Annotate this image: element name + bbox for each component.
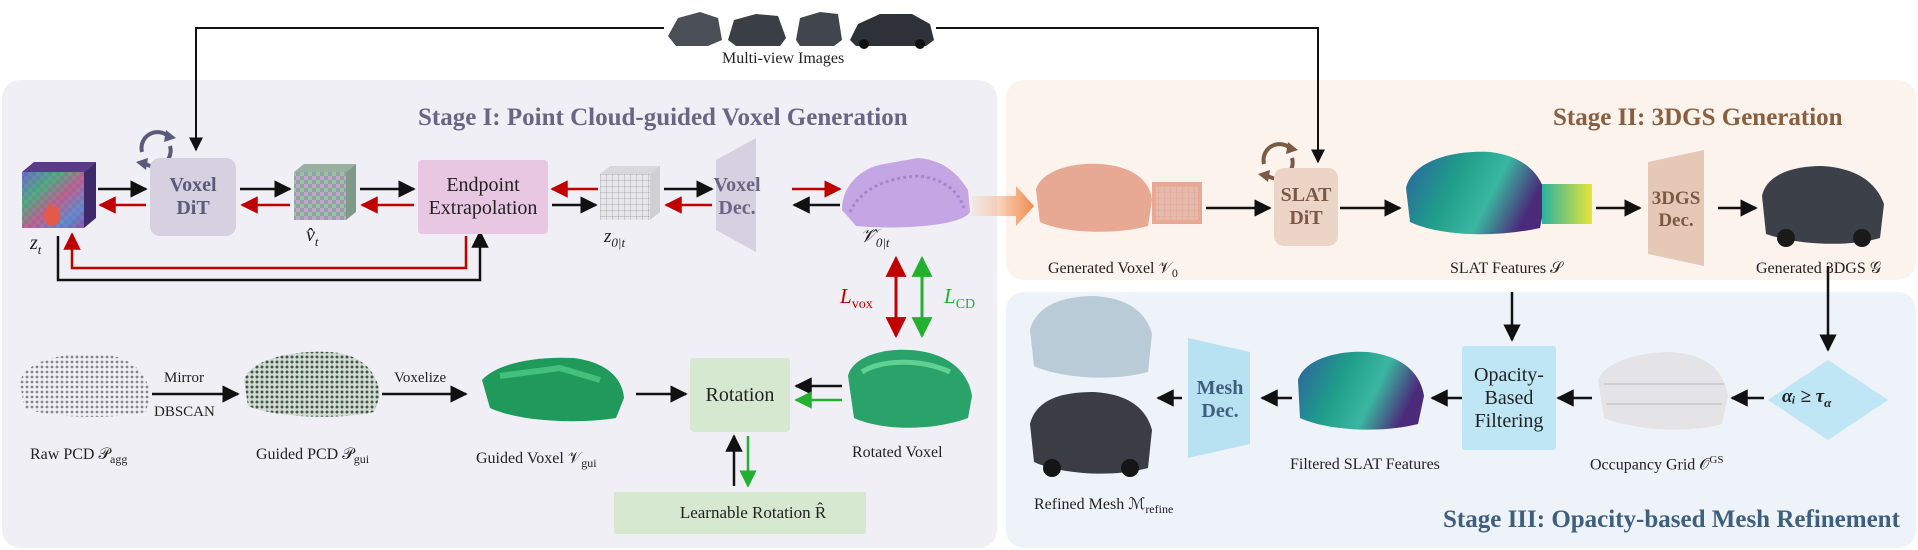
- dbscan-label: DBSCAN: [154, 404, 215, 420]
- stage-transition-arrow: [972, 186, 1034, 226]
- v0t-label: 𝒱̂0|t: [860, 226, 890, 250]
- refined-mesh-top: [1030, 296, 1152, 378]
- filtered-slat-shape: [1298, 351, 1424, 430]
- raw-pcd-cloud: [20, 353, 150, 417]
- stage1-title: Stage I: Point Cloud-guided Voxel Genera…: [418, 104, 908, 131]
- fire-icon: [44, 202, 61, 226]
- voxel-dit-box: Voxel DiT: [150, 158, 236, 236]
- generated-voxel-label: Generated Voxel 𝒱0: [1048, 260, 1178, 281]
- slat-features-label: SLAT Features 𝒮: [1450, 260, 1563, 277]
- voxelize-label: Voxelize: [394, 370, 447, 386]
- stage2-title: Stage II: 3DGS Generation: [1553, 104, 1843, 131]
- alpha-condition-diamond: [1768, 360, 1888, 440]
- mesh-dec-label: Mesh Dec.: [1196, 377, 1244, 422]
- slat-features-shape: [1406, 151, 1592, 235]
- zt-label: zt: [30, 232, 42, 257]
- voxel-dec-shape: [716, 138, 756, 252]
- opacity-filter-label: Opacity- Based Filtering: [1474, 363, 1544, 432]
- purple-voxel-car: [842, 158, 970, 228]
- generated-3dgs-label: Generated 3DGS 𝒢: [1756, 260, 1882, 277]
- guided-pcd-cloud: [244, 351, 380, 417]
- 3dgs-dec-label-box: 3DGS Dec.: [1646, 170, 1706, 250]
- guided-voxel-shape: [482, 357, 624, 422]
- mesh-dec-shape: [1188, 338, 1250, 458]
- stage3-panel: [1006, 292, 1916, 548]
- guided-voxel-label: Guided Voxel 𝒱gui: [476, 450, 597, 471]
- multiview-images: [668, 12, 934, 49]
- opacity-filter-box: Opacity- Based Filtering: [1462, 346, 1556, 450]
- refined-mesh-label: Refined Mesh ℳrefine: [1034, 496, 1174, 517]
- voxel-dit-label: Voxel DiT: [169, 174, 217, 219]
- mirror-label: Mirror: [164, 370, 204, 386]
- occupancy-grid-label: Occupancy Grid 𝒪GS: [1590, 454, 1724, 474]
- gs-dec-shape: [1648, 150, 1704, 266]
- occupancy-grid-shape: [1598, 352, 1728, 430]
- loss-cd-label: LCD: [944, 284, 976, 313]
- guided-pcd-label: Guided PCD 𝒫gui: [256, 446, 370, 467]
- mesh-dec-label-box: Mesh Dec.: [1190, 360, 1250, 440]
- voxel-dec-label: Voxel Dec.: [713, 174, 761, 219]
- filtered-slat-label: Filtered SLAT Features: [1290, 456, 1440, 473]
- noise-cube: [22, 162, 96, 228]
- gs-dec-label: 3DGS Dec.: [1651, 188, 1701, 231]
- rotation-label: Rotation: [705, 383, 775, 406]
- endpoint-label: Endpoint Extrapolation: [428, 174, 538, 219]
- stage3-title: Stage III: Opacity-based Mesh Refinement: [1443, 506, 1900, 533]
- loss-vox-label: Lvox: [840, 284, 873, 313]
- raw-pcd-label: Raw PCD 𝒫agg: [30, 446, 128, 467]
- generated-3dgs-car: [1762, 166, 1884, 247]
- z0t-label: z0|t: [604, 226, 626, 250]
- refined-mesh-bottom: [1030, 392, 1152, 477]
- rotated-voxel-label: Rotated Voxel: [852, 444, 943, 461]
- slat-dit-box: SLAT DiT: [1274, 168, 1338, 246]
- rotation-box: Rotation: [690, 358, 790, 432]
- generated-voxel-shape: [1036, 163, 1202, 232]
- learnable-rotation-box: Learnable Rotation R̂: [614, 492, 866, 534]
- voxel-dec-label-box: Voxel Dec.: [713, 162, 761, 232]
- rotated-voxel-shape: [848, 349, 972, 428]
- vt-label: v̂t: [306, 224, 319, 249]
- vt-cube: [294, 164, 356, 220]
- endpoint-extrapolation-box: Endpoint Extrapolation: [418, 160, 548, 234]
- alpha-condition-label: αᵢ ≥ τα: [1782, 386, 1832, 410]
- slat-dit-label: SLAT DiT: [1280, 184, 1332, 229]
- multiview-label: Multi-view Images: [722, 50, 845, 67]
- z0t-cube: [600, 166, 660, 220]
- learnable-rotation-label: Learnable Rotation R̂: [679, 503, 827, 523]
